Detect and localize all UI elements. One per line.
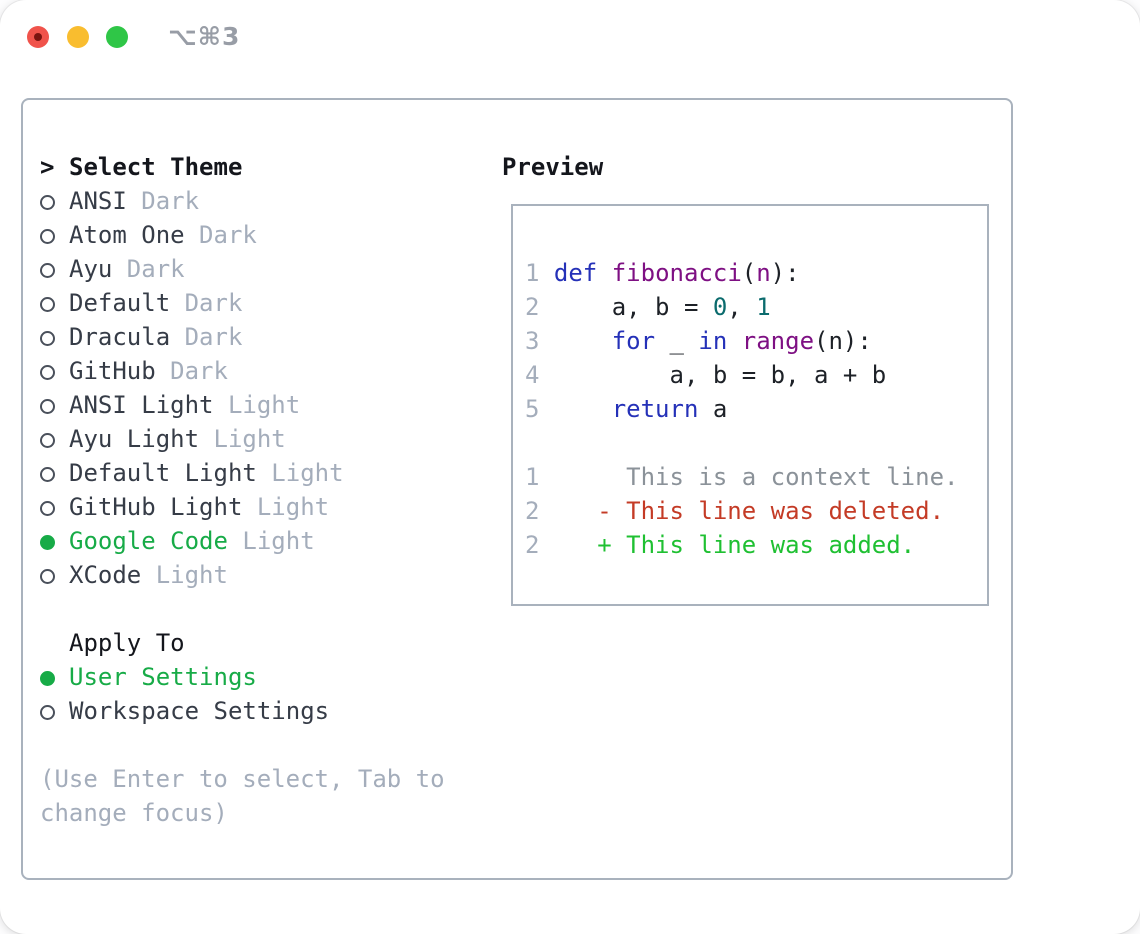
line-number: 1: [525, 259, 540, 287]
option-label: Ayu Light: [69, 425, 200, 453]
theme-option-atom-one[interactable]: Atom One Dark: [40, 218, 459, 252]
option-label: Dracula: [69, 323, 171, 351]
spacer: [525, 426, 987, 460]
variant-label: Light: [256, 459, 344, 487]
option-label: XCode: [69, 561, 142, 589]
preview-line: 3 for _ in range(n):: [525, 327, 872, 355]
theme-option-google-code[interactable]: Google Code Light: [40, 524, 459, 558]
option-label: Atom One: [69, 221, 185, 249]
preview-header: Preview: [502, 153, 604, 181]
variant-label: Dark: [170, 323, 243, 351]
radio-icon: [40, 331, 55, 346]
line-number: 2: [525, 497, 540, 525]
variant-label: Light: [242, 493, 330, 521]
radio-icon: [40, 433, 55, 448]
line-number: 4: [525, 361, 540, 389]
radio-icon: [40, 399, 55, 414]
preview-line: 2 - This line was deleted.: [525, 497, 945, 525]
radio-icon: [40, 705, 55, 720]
variant-label: Light: [227, 527, 315, 555]
option-label: GitHub: [69, 357, 156, 385]
option-label: Default: [69, 289, 171, 317]
preview-box: 1 def fibonacci(n): 2 a, b = 0, 1 3 for _ …: [511, 204, 989, 606]
line-number: 1: [525, 463, 540, 491]
variant-label: Dark: [155, 357, 228, 385]
radio-icon: [40, 467, 55, 482]
line-number: 3: [525, 327, 540, 355]
variant-label: Dark: [170, 289, 243, 317]
line-number: 2: [525, 531, 540, 559]
radio-icon: [40, 195, 55, 210]
variant-label: Light: [141, 561, 228, 589]
spacer: [40, 592, 459, 626]
hint-text: (Use Enter to select, Tab to change focu…: [40, 765, 445, 827]
option-label: Google Code: [69, 527, 228, 555]
close-dot-icon: [34, 33, 42, 41]
preview-line: 1 This is a context line.: [525, 463, 959, 491]
theme-option-ayu[interactable]: Ayu Dark: [40, 252, 459, 286]
variant-label: Light: [199, 425, 286, 453]
theme-option-github-light[interactable]: GitHub Light Light: [40, 490, 459, 524]
close-button[interactable]: [27, 26, 49, 48]
code-preview: 1 def fibonacci(n): 2 a, b = 0, 1 3 for _ …: [525, 256, 987, 426]
theme-option-github[interactable]: GitHub Dark: [40, 354, 459, 388]
option-label: ANSI Light: [69, 391, 214, 419]
option-label: Workspace Settings: [69, 697, 330, 725]
line-number: 5: [525, 395, 540, 423]
option-label: Default Light: [69, 459, 257, 487]
variant-label: Light: [213, 391, 301, 419]
radio-icon: [40, 229, 55, 244]
radio-icon: [40, 501, 55, 516]
theme-option-ansi[interactable]: ANSI Dark: [40, 184, 459, 218]
radio-selected-icon: [40, 535, 55, 550]
preview-line: 2 + This line was added.: [525, 531, 916, 559]
option-label: Ayu: [69, 255, 113, 283]
radio-icon: [40, 569, 55, 584]
window-title: ⌥⌘3: [168, 22, 241, 51]
theme-option-ayu-light[interactable]: Ayu Light Light: [40, 422, 459, 456]
apply-option-user-settings[interactable]: User Settings: [40, 660, 459, 694]
radio-selected-icon: [40, 671, 55, 686]
radio-icon: [40, 263, 55, 278]
preview-line: 1 def fibonacci(n):: [525, 259, 800, 287]
diff-preview: 1 This is a context line. 2 - This line w…: [525, 460, 987, 562]
variant-label: Dark: [112, 255, 185, 283]
preview-line: 2 a, b = 0, 1: [525, 293, 771, 321]
preview-line: 5 return a: [525, 395, 728, 423]
theme-option-ansi-light[interactable]: ANSI Light Light: [40, 388, 459, 422]
theme-option-dracula[interactable]: Dracula Dark: [40, 320, 459, 354]
variant-label: Dark: [184, 221, 257, 249]
theme-option-xcode[interactable]: XCode Light: [40, 558, 459, 592]
theme-option-default-light[interactable]: Default Light Light: [40, 456, 459, 490]
select-theme-label: Select Theme: [69, 153, 243, 181]
select-theme-header: > Select Theme: [40, 150, 459, 184]
line-number: 2: [525, 293, 540, 321]
spacer: [40, 728, 459, 762]
preview-line: 4 a, b = b, a + b: [525, 361, 887, 389]
maximize-button[interactable]: [106, 26, 128, 48]
option-label: GitHub Light: [69, 493, 243, 521]
minimize-button[interactable]: [67, 26, 89, 48]
radio-icon: [40, 365, 55, 380]
radio-icon: [40, 297, 55, 312]
focus-caret-icon: >: [40, 153, 55, 181]
apply-option-workspace-settings[interactable]: Workspace Settings: [40, 694, 459, 728]
theme-option-default[interactable]: Default Dark: [40, 286, 459, 320]
option-label: User Settings: [69, 663, 257, 691]
apply-to-header: Apply To: [69, 629, 185, 657]
variant-label: Dark: [126, 187, 200, 215]
option-label: ANSI: [69, 187, 127, 215]
